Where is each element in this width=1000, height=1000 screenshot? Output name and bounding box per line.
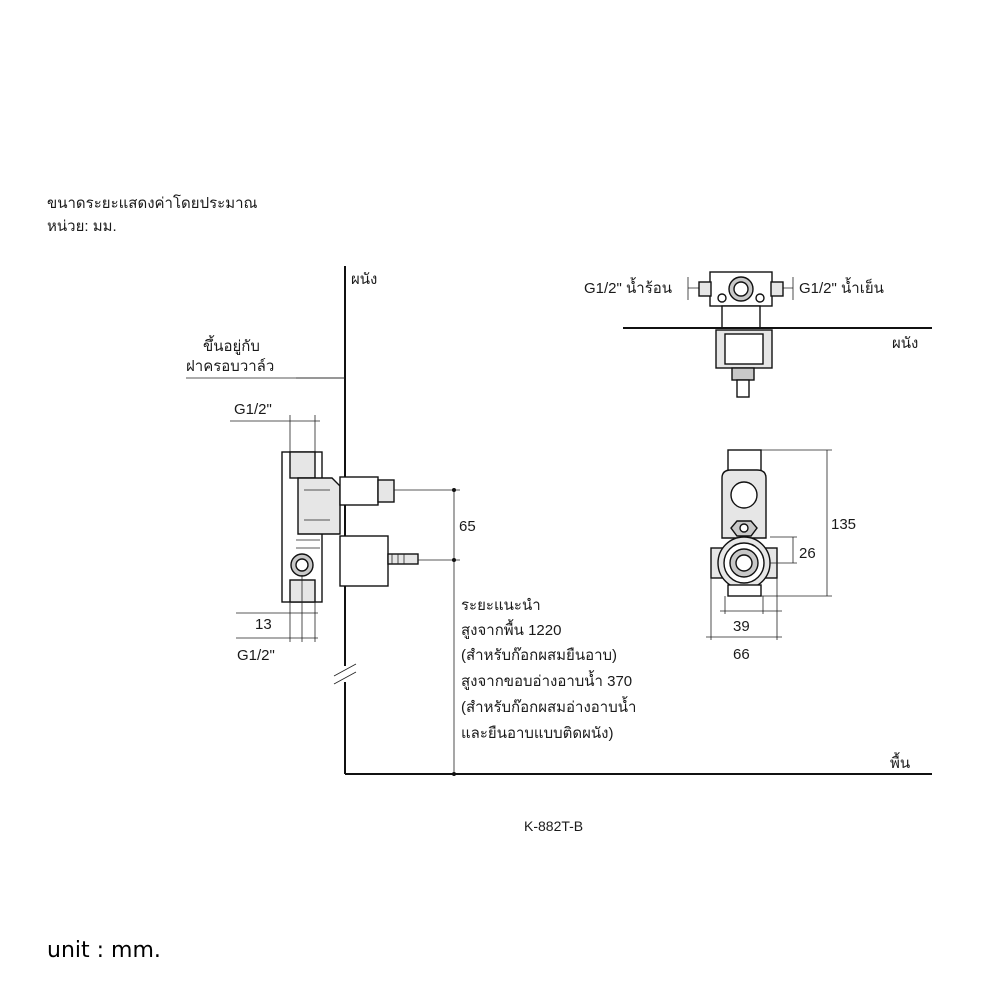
rec-line-6: และยืนอาบแบบติดผนัง) [461, 725, 613, 742]
rec-line-1: ระยะแนะนำ [461, 597, 541, 614]
dim-39-label: 39 [733, 618, 750, 635]
unit-caption: unit : mm. [47, 938, 161, 963]
thread-bottom-label: G1/2" [237, 647, 275, 664]
rec-line-4: สูงจากขอบอ่างอาบน้ำ 370 [461, 670, 632, 690]
cover-label-line2: ฝาครอบวาล์ว [186, 358, 274, 375]
floor-label: พื้น [890, 752, 910, 772]
recommendation-text: ระยะแนะนำ สูงจากพื้น 1220 (สำหรับก๊อกผสม… [461, 597, 636, 742]
wall-label: ผนัง [351, 271, 377, 288]
rec-line-3: (สำหรับก๊อกผสมยืนอาบ) [461, 647, 617, 664]
approx-dimension-note: ขนาดระยะแสดงค่าโดยประมาณ [47, 194, 258, 212]
dim-13-label: 13 [255, 616, 272, 633]
upper-stem-cap [377, 479, 395, 503]
dim-26-label: 26 [799, 545, 816, 562]
valve-body-upper [297, 477, 341, 535]
front-upper-port [730, 481, 758, 509]
rec-line-5: (สำหรับก๊อกผสมอ่างอาบน้ำ [461, 696, 636, 716]
break-mark-1 [333, 663, 357, 677]
cold-water-label: G1/2" น้ำเย็น [799, 277, 884, 297]
cover-label-line1: ขึ้นอยู่กับ [203, 335, 260, 355]
model-number: K-882T-B [524, 818, 583, 834]
side-view: ผนัง พื้น ขึ้นอยู่กับ ฝาครอบวาล์ว G1/2" [186, 266, 932, 776]
lower-cartridge [339, 535, 389, 587]
top-neck [721, 305, 761, 329]
top-spindle [736, 379, 750, 398]
hot-water-label: G1/2" น้ำร้อน [584, 277, 672, 297]
bottom-outlet [289, 579, 316, 603]
unit-note-thai: หน่วย: มม. [47, 218, 117, 235]
thread-top-label: G1/2" [234, 401, 272, 418]
dim-135-label: 135 [831, 516, 856, 533]
front-bottom-outlet [727, 584, 762, 597]
rec-line-2: สูงจากพื้น 1220 [461, 619, 561, 639]
top-cold-port [770, 281, 784, 297]
front-view: 135 26 39 66 [706, 449, 856, 663]
break-mark-2 [333, 671, 357, 685]
top-view: G1/2" น้ำร้อน G1/2" น้ำเย็น ผนัง [584, 271, 932, 398]
top-spindle-nut [731, 367, 755, 381]
dim-66-label: 66 [733, 646, 750, 663]
lower-spindle [387, 553, 419, 565]
top-wall-label: ผนัง [892, 335, 918, 352]
upper-stem [339, 476, 379, 506]
top-inlet [289, 451, 316, 479]
top-hot-port [698, 281, 712, 297]
dim-65-label: 65 [459, 518, 476, 535]
